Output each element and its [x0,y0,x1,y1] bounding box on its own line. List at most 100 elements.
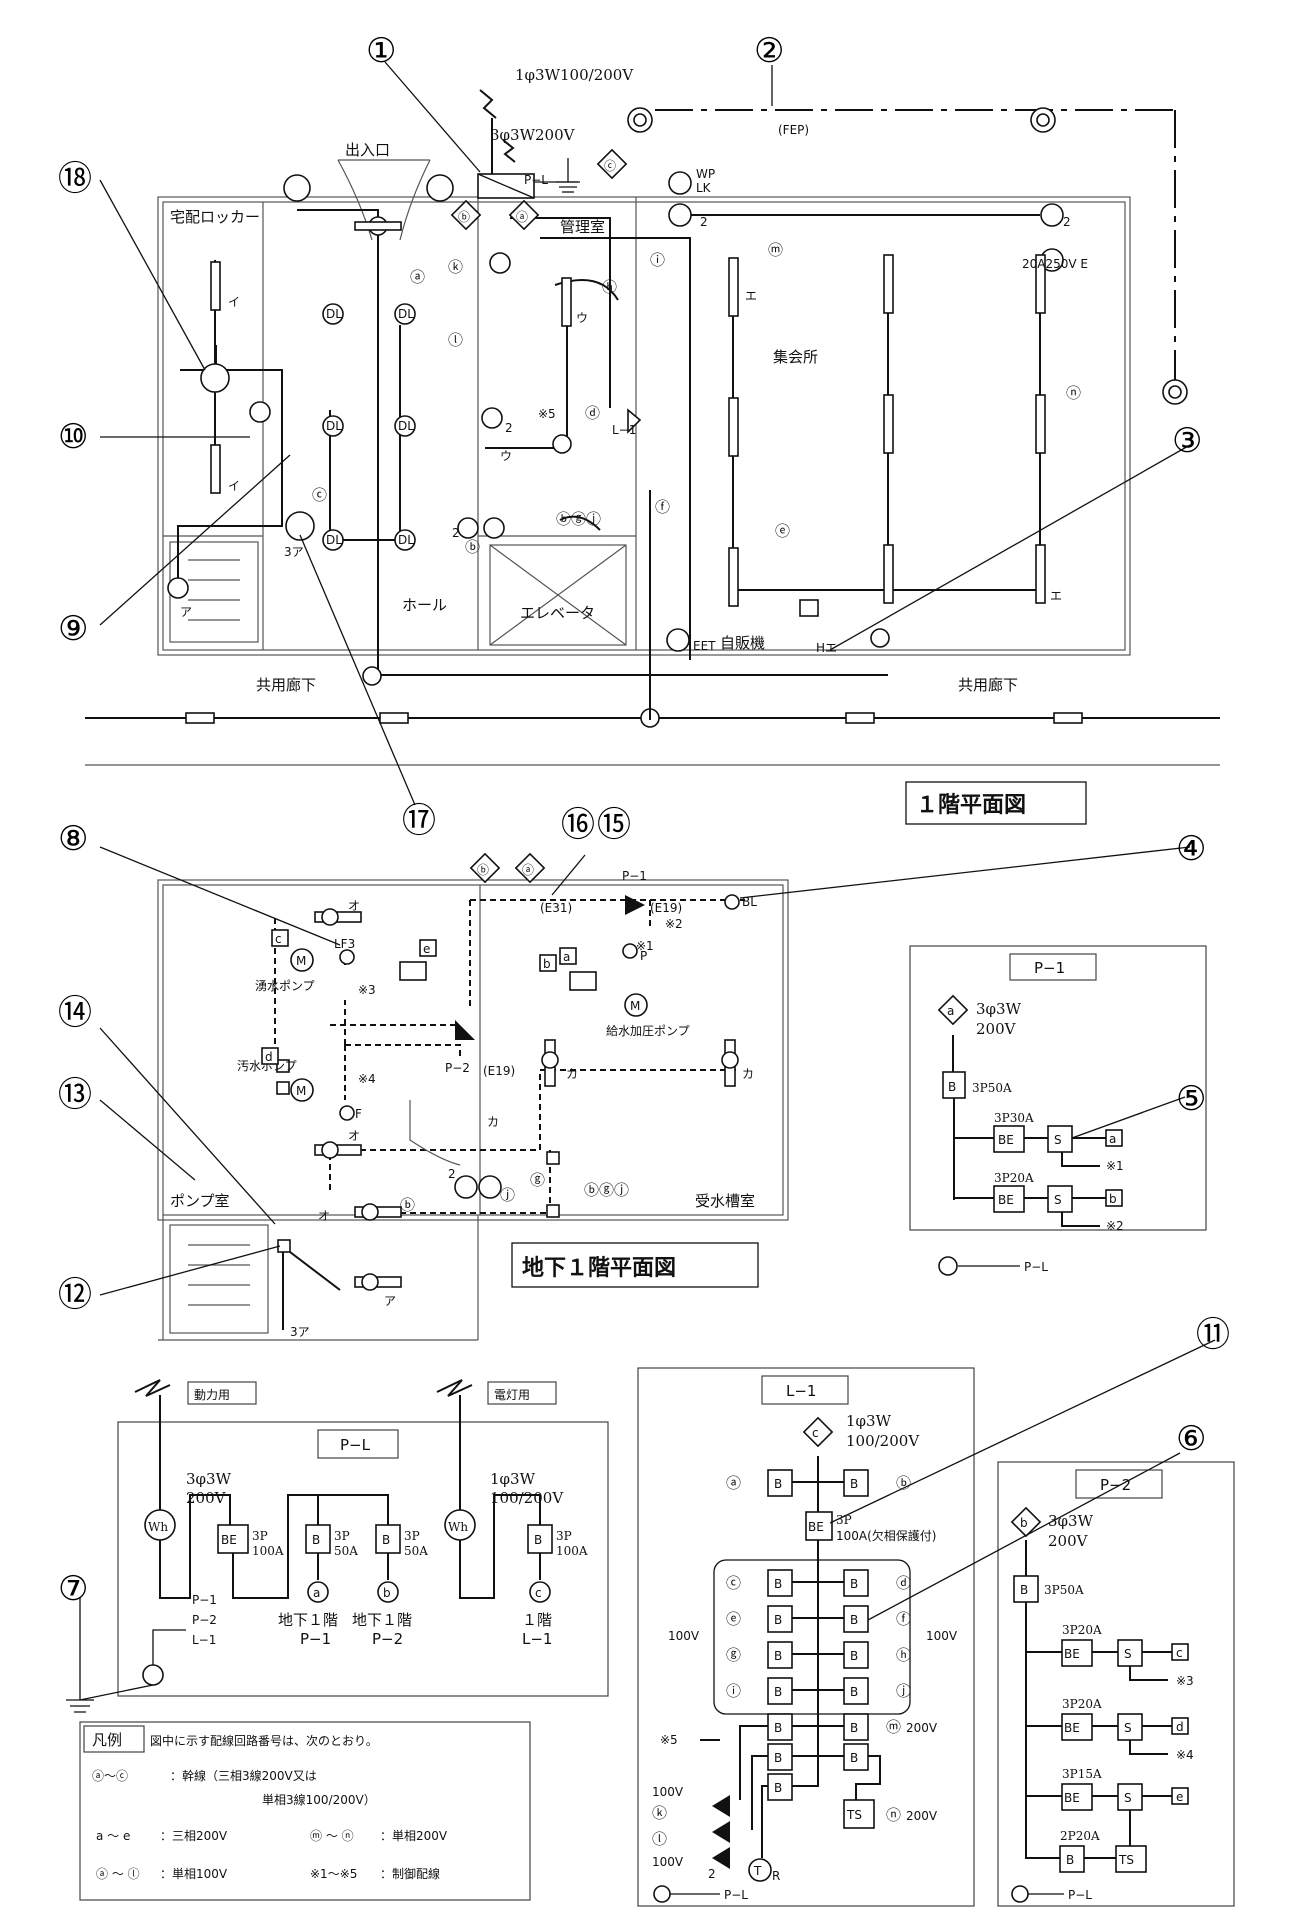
lk-label: LK [696,181,712,195]
l1-v100-kl2: 100V [652,1855,684,1869]
floor1-title-box [905,781,1087,825]
l1-main: 3P [836,1513,852,1527]
p1-s2: S [1054,1193,1062,1207]
pl-earth-3: L−1 [192,1633,216,1647]
b1-p2-label: P−2 [445,1061,470,1075]
floor1-plan: 1φ3W100/200V 3φ3W200V P−L L−1 (FEP) 宅配ロッ… [85,66,1220,825]
sq-e-b1: e [423,942,430,956]
room-vending: 自販機 [720,634,765,652]
room-corridor-right: 共用廊下 [958,676,1018,694]
legend-row3c: ※1〜※5 [310,1867,357,1881]
room-entrance: 出入口 [345,141,390,159]
dl-label-4: DL [398,419,414,433]
pl-title: P−L [340,1436,371,1454]
num2-b: 2 [1063,215,1071,229]
p1-supply-v: 200V [976,1020,1017,1038]
legend-row2b: ：三相200V [160,1829,228,1843]
l1-left-c: ⓒ [726,1574,741,1592]
kana-ka-2: カ [742,1067,754,1081]
pl-b1: B [312,1533,320,1547]
p2-main-rating: 3P50A [1044,1583,1084,1597]
callout-1: ① [366,31,396,71]
circuit-h-1f: ⓗ [602,278,617,296]
p2-be1: BE [1064,1647,1080,1661]
l1-b-5: B [774,1649,782,1663]
p1-s1: S [1054,1133,1062,1147]
pl-br1-p: 3P [334,1529,350,1543]
p2-main-b: B [1020,1583,1028,1597]
pl-dest-c: １階 [522,1611,552,1629]
callout-12: ⑫ [58,1275,92,1315]
l1-b-8: B [850,1685,858,1699]
m-label-2: M [296,1084,306,1098]
num2-a: 2 [700,215,708,229]
p1-main-rating: 3P50A [972,1081,1012,1095]
downlights-1f [322,303,416,551]
circuit-e-1f: ⓔ [775,522,790,540]
callout-9: ⑨ [58,609,88,649]
l1-v100-right: 100V [926,1629,958,1643]
p1-out-b: b [1109,1192,1117,1206]
pl-panel-label: P−L [524,173,548,187]
pump-water-label: 給水加圧ポンプ [606,1024,690,1038]
legend-row3a: ⓐ 〜 ⓛ [96,1867,140,1881]
pl-br2-a: 50A [404,1544,428,1558]
kana-3a: 3ア [284,545,304,559]
b1-title-box [511,1242,759,1288]
eet-label: EET [693,639,716,653]
note1-b1: ※1 [636,939,654,953]
l1-right-d: ⓓ [896,1574,911,1592]
kana-u-2: ウ [500,449,512,463]
p1-note2: ※2 [1106,1219,1124,1233]
pl-dest-b: 地下１階 [352,1611,412,1629]
l1-b-ab2: B [850,1477,858,1491]
legend-row1a: ⓐ〜ⓒ [92,1769,128,1783]
l1-right-j: ⓙ [896,1682,911,1700]
p2-s1: S [1124,1647,1132,1661]
p1-note1: ※1 [1106,1159,1124,1173]
p1-br1: 3P30A [994,1111,1034,1125]
b1-p1-label: P−1 [622,869,647,883]
p1-title: P−1 [1034,959,1065,977]
callout-17: ⑰ [402,801,436,841]
callout-3: ③ [1172,421,1202,461]
pl-dest-a2: P−1 [300,1630,331,1648]
l1-b-1: B [774,1577,782,1591]
service-power-label: 3φ3W200V [490,126,576,144]
callout-6: ⑥ [1176,1419,1206,1459]
l1-b-6: B [850,1649,858,1663]
pl-br1-a: 50A [334,1544,358,1558]
circ-b-b1: ⓑ [400,1196,415,1214]
l1-two: 2 [708,1867,716,1881]
l1-l: ⓛ [652,1830,667,1848]
l1-b-13: B [774,1781,782,1795]
pl-tag-light: 電灯用 [494,1388,530,1402]
legend-title: 凡例 [92,1731,122,1749]
pl-dest-a: 地下１階 [278,1611,338,1629]
pl-trunk-b: b [383,1586,391,1600]
circuit-c-1f: ⓒ [312,486,327,504]
l1-b-3: B [774,1613,782,1627]
l1-k: ⓚ [652,1804,667,1822]
num2-c: 2 [505,421,513,435]
p1-earth: P−L [1024,1260,1048,1274]
l1-b-4: B [850,1613,858,1627]
elevator-x2 [489,544,627,646]
l1-b-ab1: B [774,1477,782,1491]
sq-labels-b1: a [559,947,577,965]
p2-br2: 3P20A [1062,1697,1102,1711]
l1-m-v: 200V [906,1721,938,1735]
note5-1f: ※5 [538,407,556,421]
circuit-k-1f: ⓚ [448,258,463,276]
p2-title: P−2 [1100,1476,1131,1494]
bl-label: BL [742,895,757,909]
b1-plan: ポンプ室 受水槽室 P−1 P−2 LF3 BL F P M M M (E31)… [157,852,789,1341]
pl-panel: P−L 動力用 電灯用 Wh Wh 3φ3W 200V 1φ3W 100/200… [66,1379,609,1713]
pl-dest-c2: L−1 [522,1630,552,1648]
kana-o-1: オ [348,899,360,913]
kana-e-2: エ [1050,589,1062,603]
sq-a-b1: a [563,950,570,964]
pl-main-p: 3P [252,1529,268,1543]
l1-r: R [772,1869,780,1883]
pl-be: BE [221,1533,237,1547]
